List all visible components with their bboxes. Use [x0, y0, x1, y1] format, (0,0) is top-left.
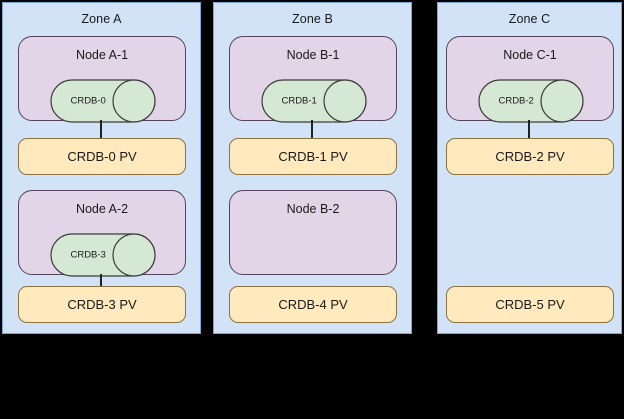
connector-crdb-2	[528, 120, 530, 140]
node-c-1-title: Node C-1	[503, 48, 557, 62]
connector-crdb-0	[100, 120, 102, 140]
pv-crdb-4-label: CRDB-4 PV	[278, 297, 348, 312]
pv-crdb-5: CRDB-5 PV	[446, 286, 614, 323]
zone-c: Zone C Node C-1 CRDB-2 CRDB-2 PV CRDB-5 …	[437, 2, 622, 334]
pv-crdb-0-label: CRDB-0 PV	[67, 149, 137, 164]
pv-crdb-3: CRDB-3 PV	[18, 286, 186, 323]
node-a-2: Node A-2 CRDB-3	[18, 190, 186, 277]
node-a-2-title: Node A-2	[75, 202, 129, 216]
zone-b: Zone B Node B-1 CRDB-1 CRDB-1 PV Node B-…	[213, 2, 412, 334]
pv-crdb-5-label: CRDB-5 PV	[495, 297, 565, 312]
database-cylinder-icon	[50, 233, 156, 277]
connector-crdb-3	[100, 274, 102, 294]
pv-crdb-4: CRDB-4 PV	[229, 286, 397, 323]
pv-crdb-1-label: CRDB-1 PV	[278, 149, 348, 164]
zone-a-title: Zone A	[81, 12, 122, 26]
pv-crdb-0: CRDB-0 PV	[18, 138, 186, 175]
zone-b-title: Zone B	[292, 12, 333, 26]
pv-crdb-3-label: CRDB-3 PV	[67, 297, 137, 312]
node-a-1: Node A-1 CRDB-0	[18, 36, 186, 123]
node-a-1-title: Node A-1	[75, 48, 129, 62]
pod-crdb-0: CRDB-0	[50, 79, 156, 123]
connector-crdb-1	[311, 120, 313, 140]
database-cylinder-icon	[261, 79, 367, 123]
zone-a: Zone A Node A-1 CRDB-0 CRDB-0 PV Node A-…	[2, 2, 201, 334]
zone-c-title: Zone C	[508, 12, 551, 26]
pod-crdb-2: CRDB-2	[478, 79, 584, 123]
pod-crdb-3: CRDB-3	[50, 233, 156, 277]
pod-crdb-1: CRDB-1	[261, 79, 367, 123]
node-b-2: Node B-2	[229, 190, 397, 275]
pv-crdb-1: CRDB-1 PV	[229, 138, 397, 175]
pv-crdb-2: CRDB-2 PV	[446, 138, 614, 175]
pv-crdb-2-label: CRDB-2 PV	[495, 149, 565, 164]
node-b-2-title: Node B-2	[286, 202, 340, 216]
database-cylinder-icon	[478, 79, 584, 123]
database-cylinder-icon	[50, 79, 156, 123]
node-b-1: Node B-1 CRDB-1	[229, 36, 397, 123]
node-c-1: Node C-1 CRDB-2	[446, 36, 614, 123]
node-b-1-title: Node B-1	[286, 48, 340, 62]
